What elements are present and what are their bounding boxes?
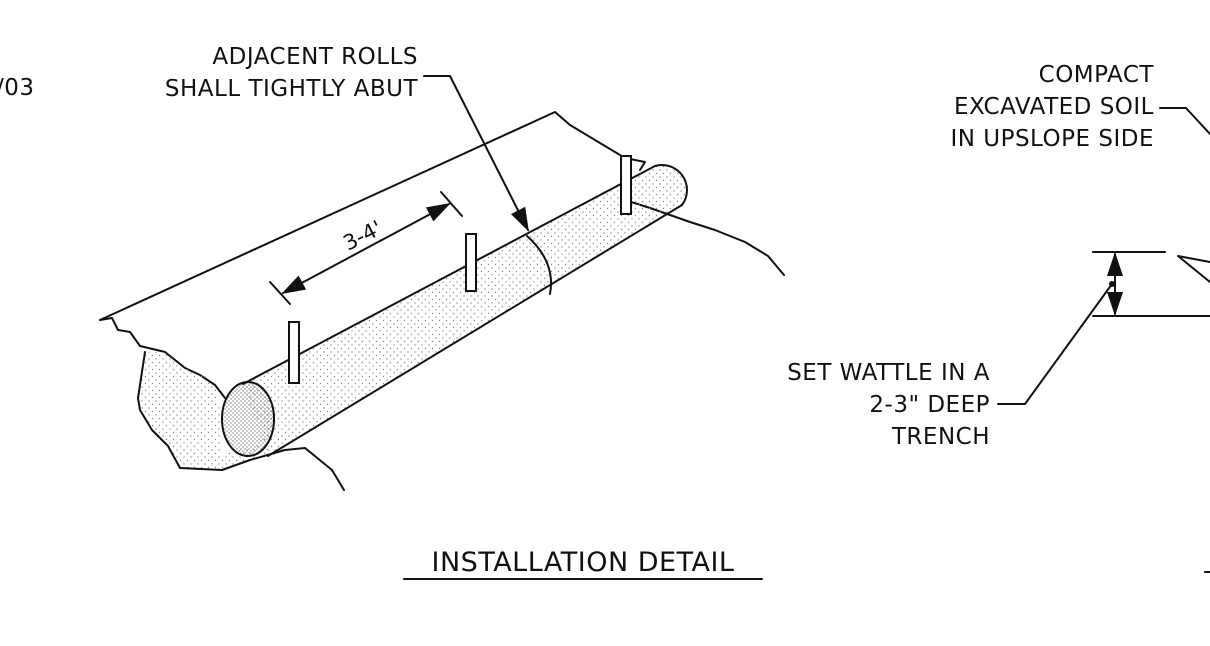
- callout-line: TRENCH: [891, 424, 990, 450]
- dimension-extension-line: [440, 191, 463, 217]
- callout-line: 2-3" DEEP: [869, 392, 990, 418]
- callout-line: SHALL TIGHTLY ABUT: [165, 76, 419, 102]
- roll-end-cross-section: [221, 381, 275, 457]
- callout-line: EXCAVATED SOIL: [954, 94, 1154, 120]
- dimension-line: [281, 203, 451, 294]
- callout-line: COMPACT: [1039, 62, 1155, 88]
- callout-line: SET WATTLE IN A: [787, 360, 990, 386]
- wooden-stakes: [288, 155, 632, 384]
- stake: [465, 233, 477, 292]
- detail-title: INSTALLATION DETAIL: [432, 547, 735, 578]
- leader-arrow: [423, 75, 529, 232]
- callout-line: IN UPSLOPE SIDE: [950, 126, 1154, 152]
- roll-joint-seam: [526, 235, 552, 295]
- stake: [288, 321, 300, 384]
- dimension-extension-line: [269, 281, 291, 305]
- wattle-profile-edge: [1177, 255, 1210, 283]
- sheet-number-fragment: /03: [0, 75, 35, 101]
- adjacent-rolls-callout: ADJACENT ROLLS SHALL TIGHTLY ABUT: [165, 44, 529, 232]
- leader-dot: [1109, 281, 1115, 287]
- stake: [620, 155, 632, 215]
- callout-line: ADJACENT ROLLS: [212, 44, 418, 70]
- cross-section-partial: COMPACT EXCAVATED SOIL IN UPSLOPE SIDE S…: [787, 62, 1210, 573]
- detail-title-group: INSTALLATION DETAIL: [403, 547, 763, 580]
- leader-line: [997, 283, 1113, 405]
- leader-line: [1159, 107, 1210, 135]
